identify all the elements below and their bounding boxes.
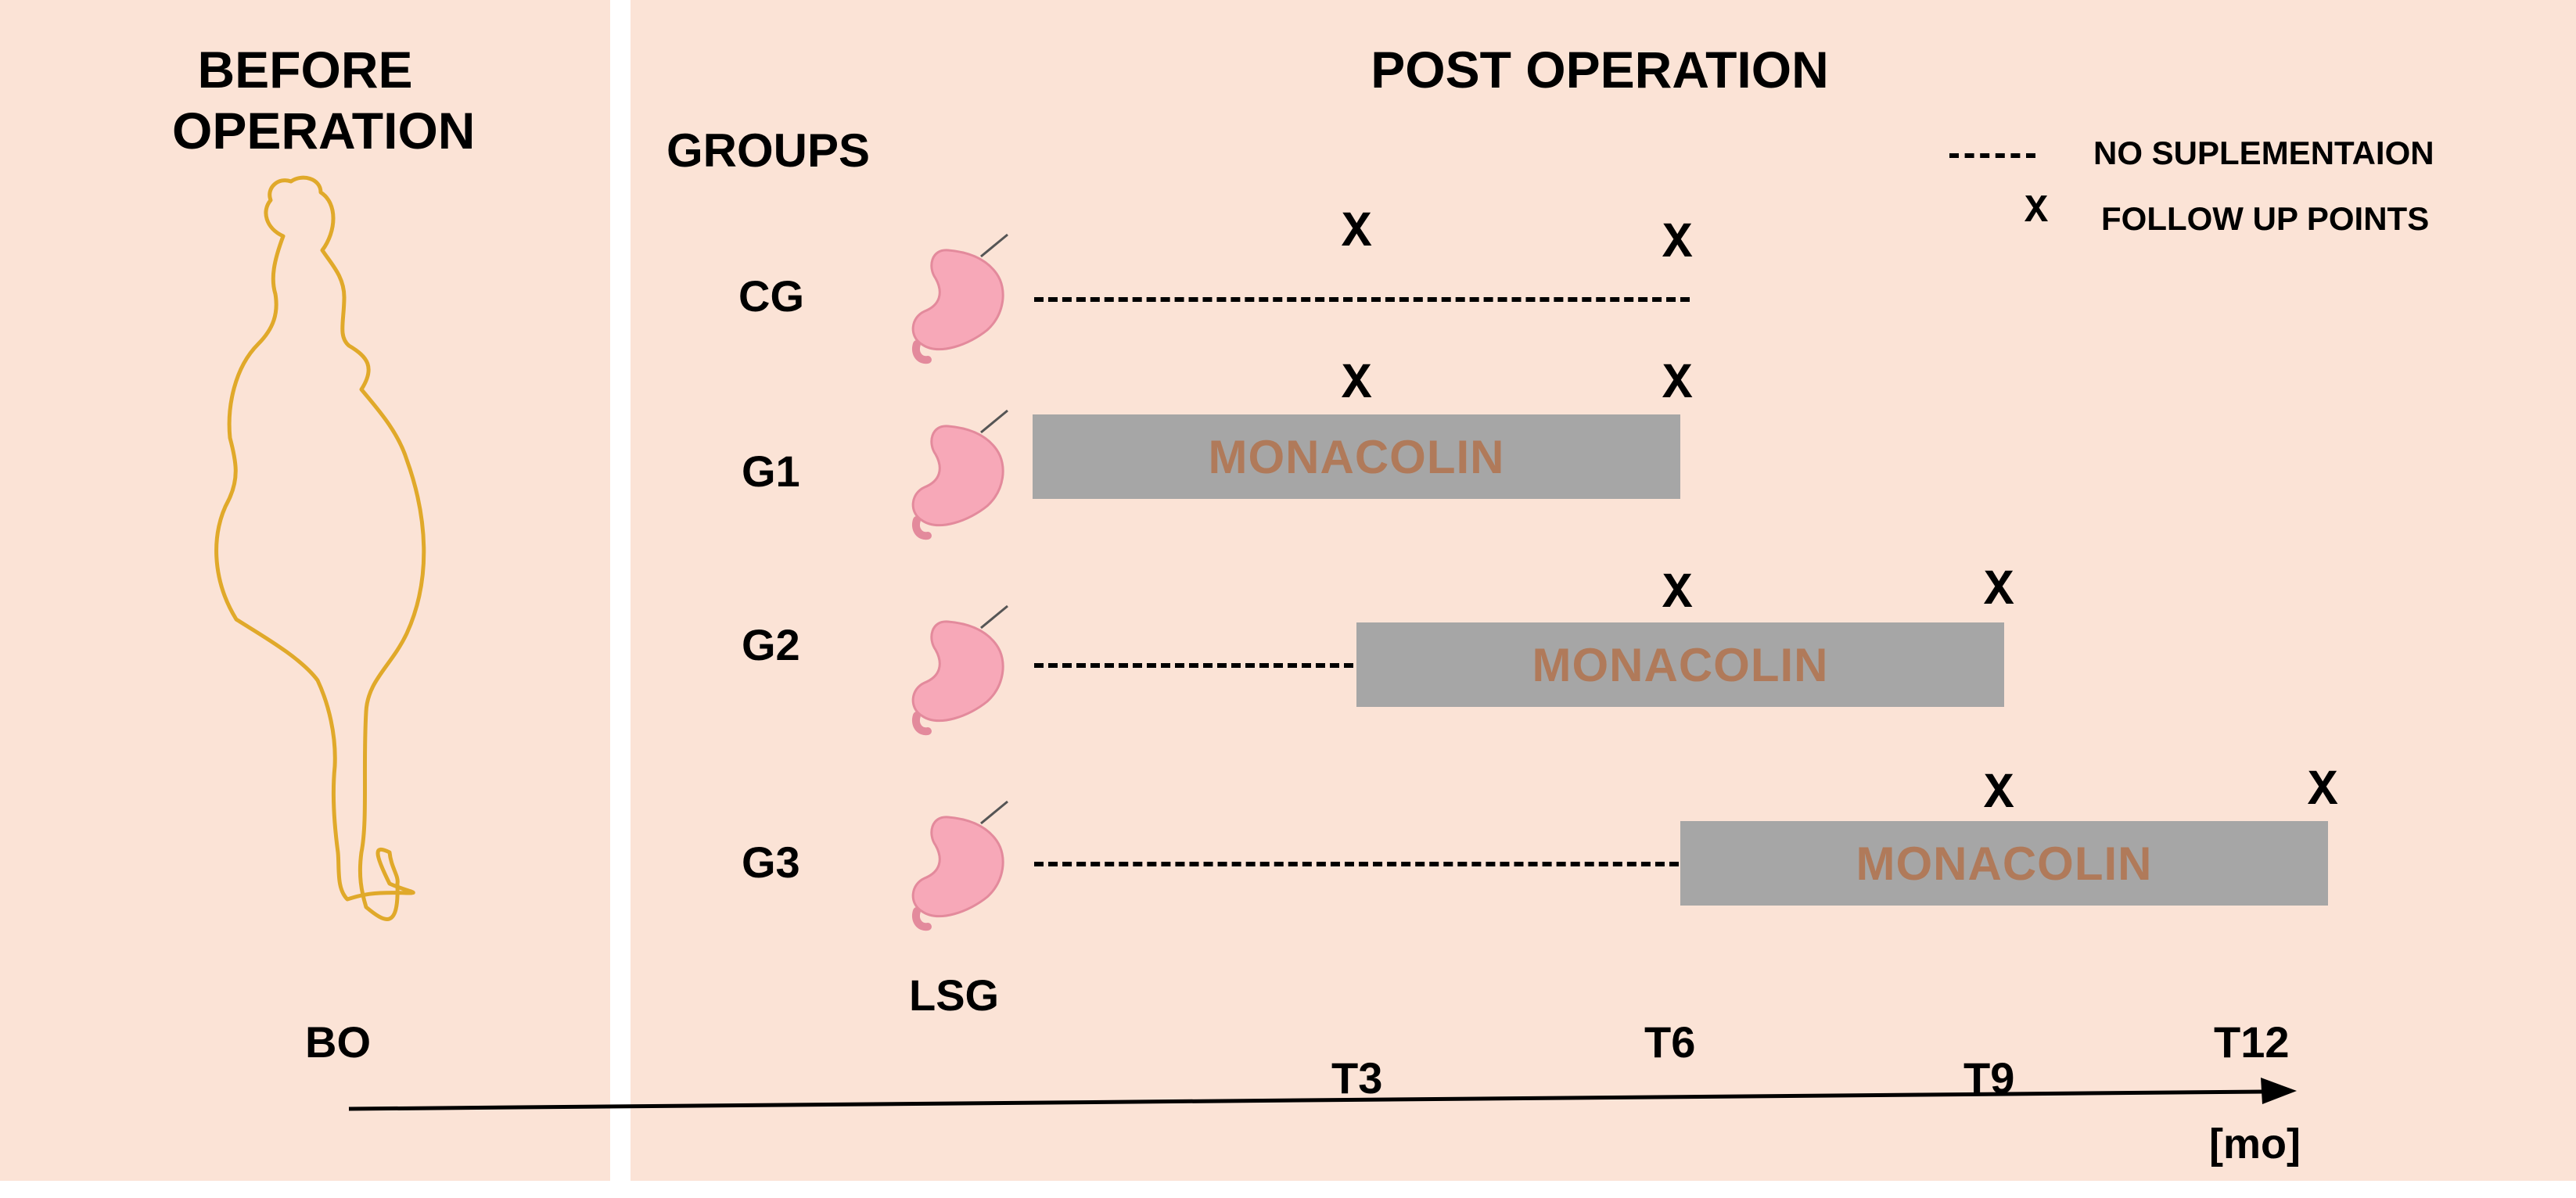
label-bo: BO [305, 1017, 371, 1067]
monacolin-bar: MONACOLIN [1680, 821, 2328, 906]
tick-label-t9: T9 [1963, 1053, 2015, 1103]
monacolin-bar-label: MONACOLIN [1532, 638, 1829, 691]
no-supplementation-line [1034, 297, 1690, 302]
monacolin-bar-label: MONACOLIN [1856, 837, 2153, 890]
monacolin-bar: MONACOLIN [1033, 414, 1680, 499]
body-silhouette-icon [214, 175, 426, 921]
post-operation-title: POST OPERATION [1371, 41, 1829, 99]
group-label-cg: CG [738, 271, 804, 321]
before-title-line1: BEFORE [197, 41, 413, 99]
followup-mark: X [1342, 357, 1372, 413]
group-label-g3: G3 [742, 838, 800, 887]
before-title-line2: OPERATION [172, 102, 476, 160]
stomach-icon [911, 233, 1008, 364]
tick-label-t6: T6 [1644, 1017, 1696, 1067]
followup-mark: X [1662, 216, 1693, 272]
before-operation-panel [0, 0, 610, 1181]
stomach-icon [911, 800, 1008, 931]
before-operation-title: BEFORE OPERATION [172, 39, 476, 161]
legend-dashed-label: NO SUPLEMENTAION [2093, 135, 2434, 171]
no-supplementation-line [1034, 663, 1353, 668]
tick-label-t12: T12 [2214, 1017, 2290, 1067]
group-label-g1: G1 [742, 447, 800, 496]
stomach-icon [911, 604, 1008, 736]
no-supplementation-line [1034, 862, 1679, 866]
legend-dashed-line [1949, 153, 2035, 158]
followup-mark: X [1984, 563, 2014, 619]
group-label-g2: G2 [742, 620, 800, 669]
label-lsg: LSG [909, 970, 1000, 1020]
legend-x-label: FOLLOW UP POINTS [2101, 200, 2430, 237]
timeline-unit-label: [mo] [2209, 1121, 2301, 1168]
monacolin-bar: MONACOLIN [1356, 622, 2004, 707]
legend-x-symbol: X [2025, 189, 2049, 234]
groups-heading: GROUPS [666, 124, 871, 177]
followup-mark: X [1984, 766, 2014, 823]
post-operation-panel [631, 0, 2576, 1181]
stomach-icon [911, 409, 1008, 540]
monacolin-bar-label: MONACOLIN [1208, 430, 1505, 483]
followup-mark: X [2308, 763, 2338, 820]
followup-mark: X [1662, 357, 1693, 413]
followup-mark: X [1662, 566, 1693, 622]
tick-label-t3: T3 [1331, 1053, 1383, 1103]
followup-mark: X [1342, 205, 1372, 261]
